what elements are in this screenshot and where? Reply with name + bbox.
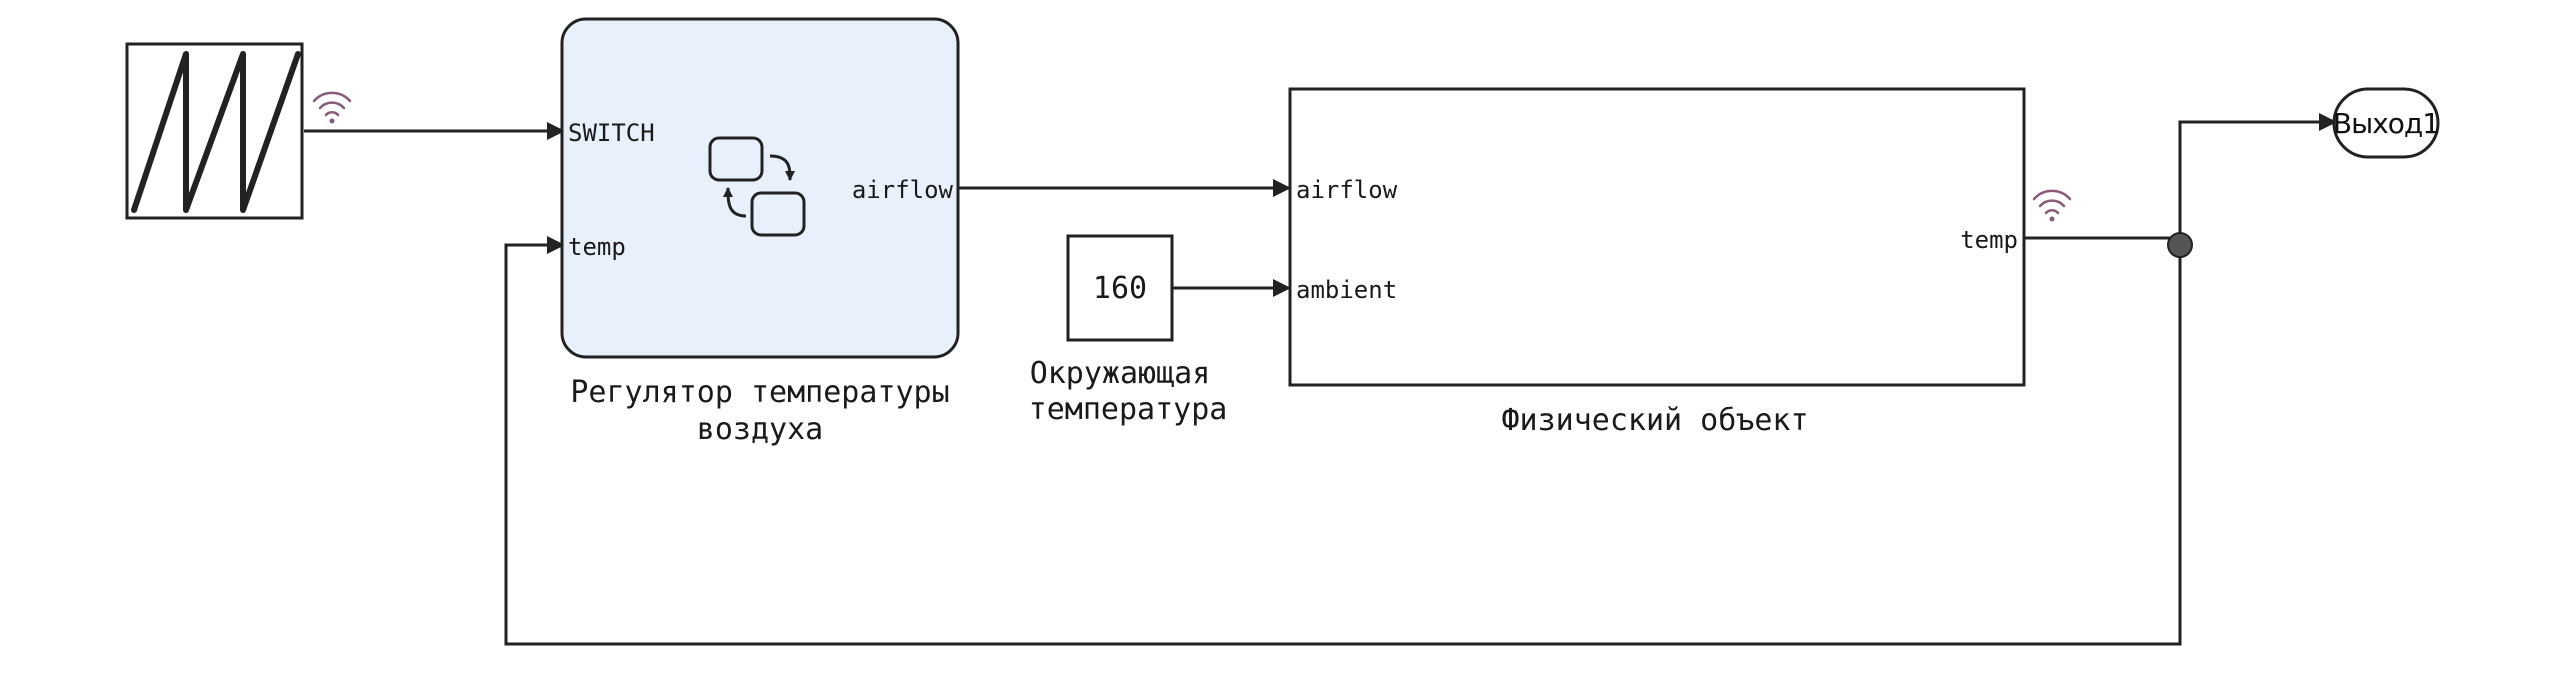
plant-subsystem-block[interactable]: airflow ambient temp (1288, 87, 2026, 387)
plant-output-temp: temp (1960, 226, 2018, 254)
controller-output-airflow: airflow (852, 176, 954, 204)
branch-junction (2167, 232, 2193, 258)
controller-input-switch: SWITCH (568, 119, 655, 147)
constant-label-line1: Окружающая (1030, 356, 1211, 391)
outport-block[interactable]: Выход1 (2332, 87, 2440, 159)
controller-chart-block[interactable]: SWITCH temp airflow (560, 17, 960, 359)
controller-label-line1: Регулятор температуры (570, 375, 949, 410)
plant-input-ambient: ambient (1296, 276, 1397, 304)
constant-value: 160 (1093, 271, 1147, 306)
stateflow-chart-icon (708, 136, 806, 237)
constant-label-line2: температура (1029, 392, 1228, 427)
plant-label: Физический объект (1501, 403, 1808, 438)
controller-label-line2: воздуха (697, 412, 823, 447)
sawtooth-wave-icon (131, 51, 301, 213)
plant-input-airflow: airflow (1296, 176, 1398, 204)
constant-block[interactable]: 160 (1066, 234, 1174, 342)
wireless-signal-icon (2032, 189, 2072, 222)
outport-label: Выход1 (2333, 107, 2439, 140)
controller-input-temp: temp (568, 233, 626, 261)
wire-junction-to-outport[interactable] (2178, 113, 2337, 238)
wireless-signal-icon (312, 91, 352, 124)
sawtooth-generator-block[interactable] (125, 42, 304, 220)
wire-feedback-temp[interactable] (504, 236, 2182, 646)
